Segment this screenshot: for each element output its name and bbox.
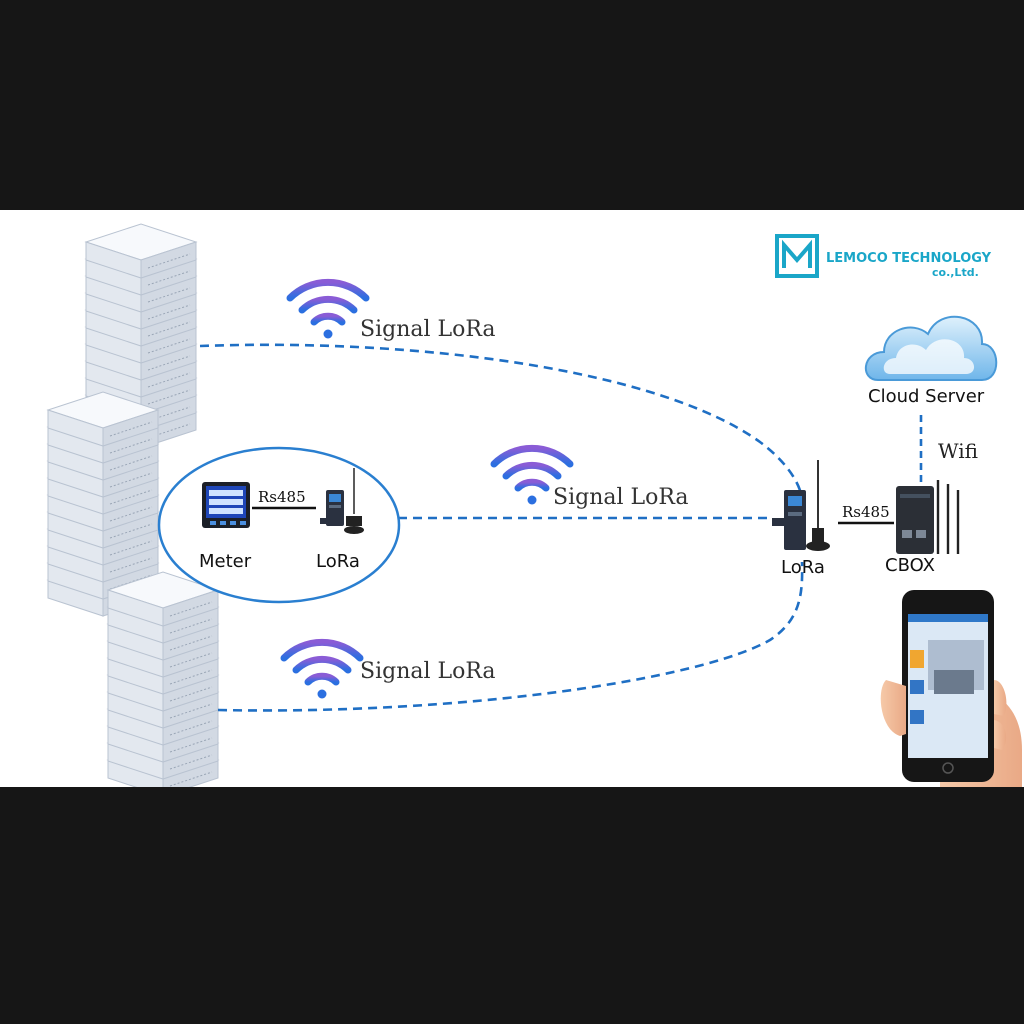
- meter-icon: [202, 482, 250, 528]
- cbox-label: CBOX: [885, 555, 935, 576]
- local-node-group: [157, 446, 401, 604]
- wifi-signal-top-icon: [290, 282, 366, 338]
- brand-name: LEMOCO TECHNOLOGY: [826, 251, 992, 266]
- lora-local-module-icon: [320, 468, 364, 534]
- rs485-label-right: Rs485: [842, 503, 890, 521]
- lora-local-label: LoRa: [316, 551, 360, 572]
- brand-suffix: co.,Ltd.: [932, 266, 979, 279]
- signal-label-middle: Signal LoRa: [553, 485, 689, 510]
- diagram-canvas: Signal LoRa Signal LoRa Signal LoRa Mete…: [0, 210, 1024, 787]
- lora-link-bottom: [217, 561, 804, 712]
- cloud-server-label: Cloud Server: [868, 386, 985, 407]
- cloud-server-icon: [864, 315, 998, 381]
- cbox-device-icon: [896, 480, 960, 554]
- smartphone-app-icon: [880, 590, 1022, 787]
- wifi-label: Wifi: [938, 439, 978, 463]
- server-rack-bottom-icon: [107, 571, 219, 787]
- lora-gateway-label: LoRa: [781, 557, 825, 578]
- lora-gateway-module-icon: [772, 460, 830, 551]
- meter-label: Meter: [199, 551, 252, 572]
- wifi-signal-bottom-icon: [284, 642, 360, 698]
- network-diagram: Signal LoRa Signal LoRa Signal LoRa Mete…: [47, 223, 1022, 787]
- signal-label-top: Signal LoRa: [360, 317, 496, 342]
- signal-label-bottom: Signal LoRa: [360, 659, 496, 684]
- rs485-label-left: Rs485: [258, 488, 306, 506]
- lemoco-logo-icon: [775, 234, 819, 278]
